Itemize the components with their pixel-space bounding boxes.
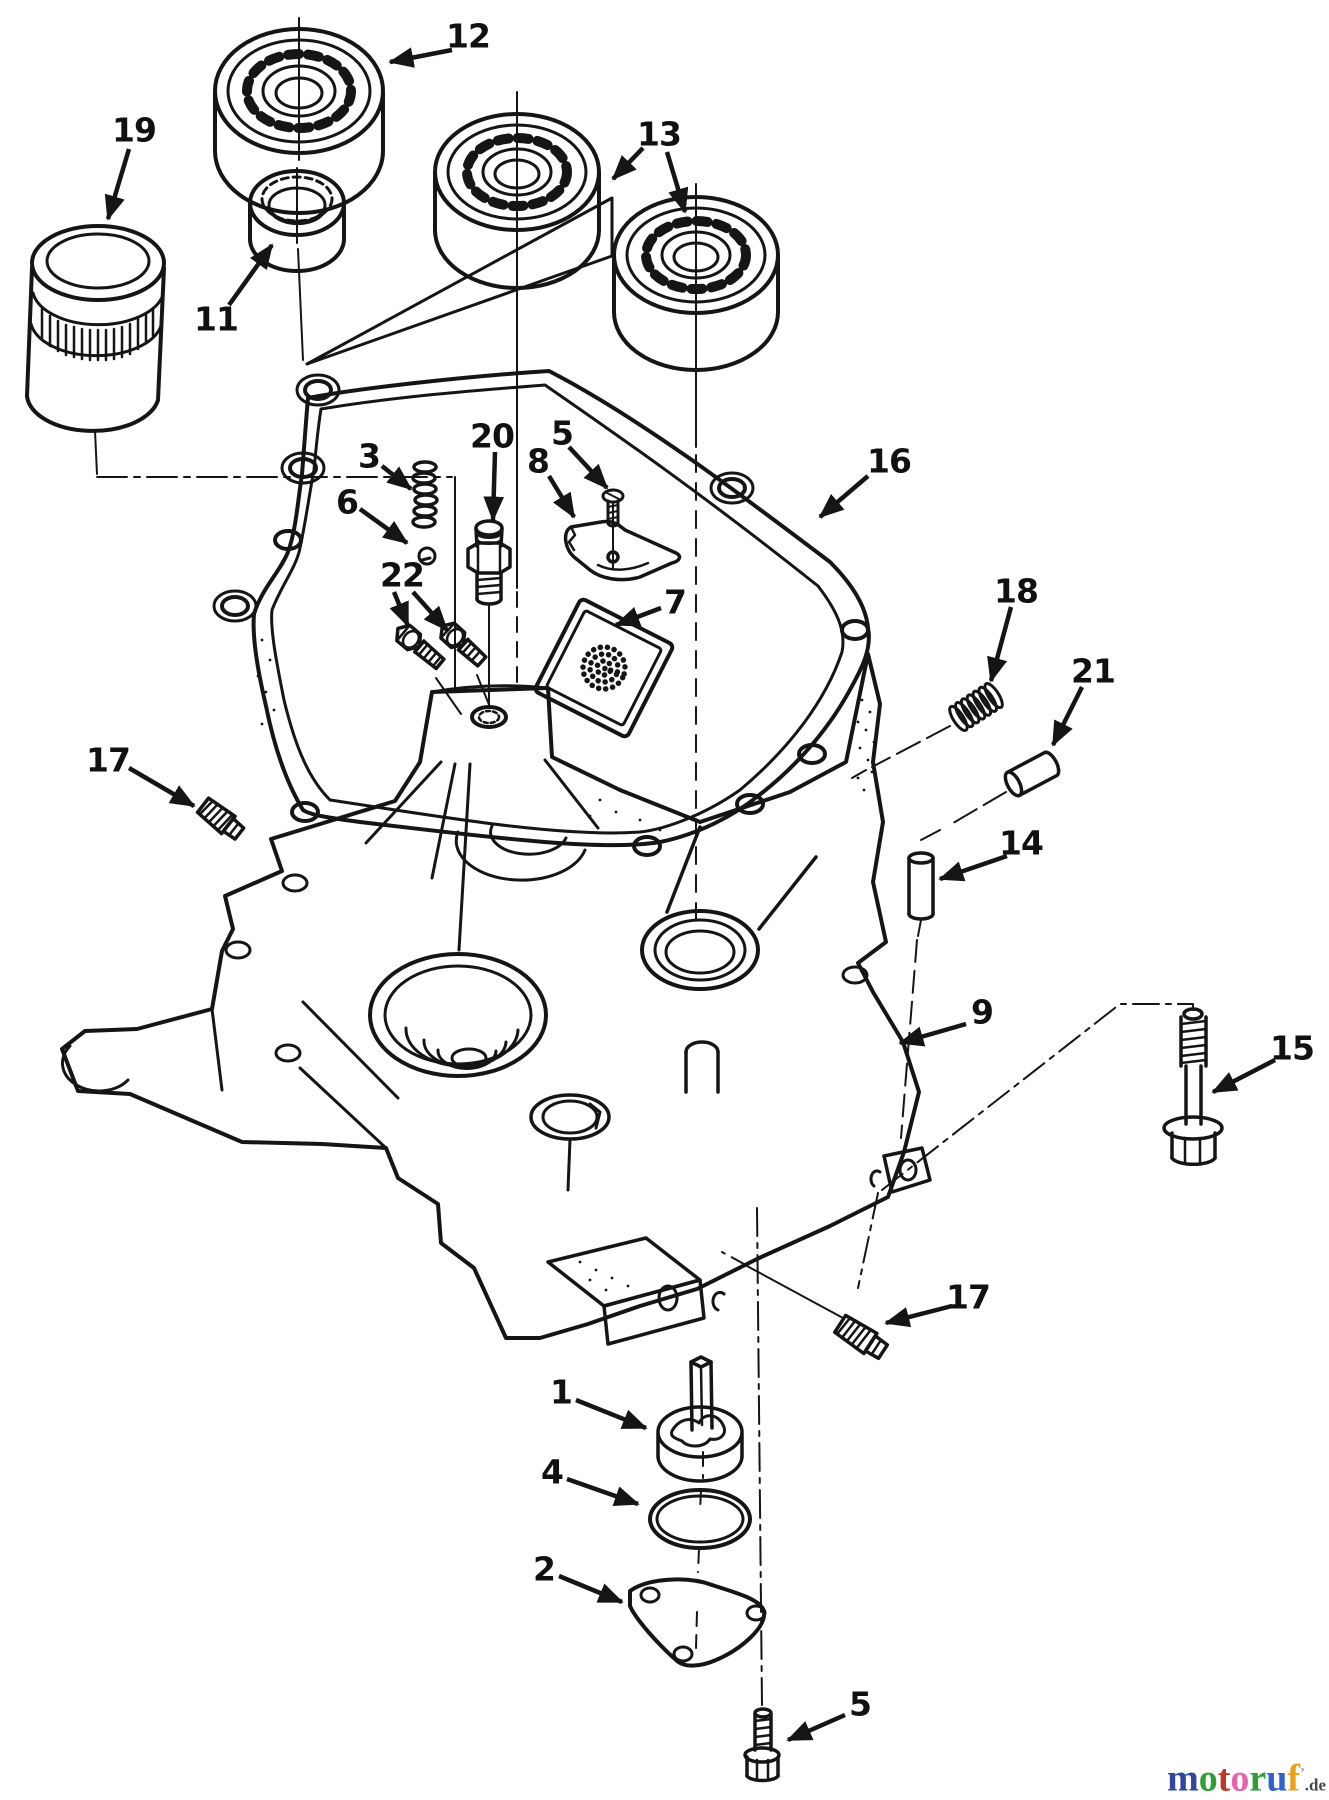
callout-arrow-6 [358,507,409,545]
callout-arrow-9 [898,1021,967,1047]
motoruf-letter: u [1266,1757,1288,1800]
motoruf-logo-suffix: .de [1304,1775,1326,1795]
callout-arrow-1 [575,1397,648,1431]
callout-arrow-12 [388,47,453,68]
callout-arrow-13 [664,151,689,214]
bolt-22-left [395,623,446,671]
motoruf-letter: t [1217,1757,1231,1800]
screw-5-bottom [743,1707,781,1783]
spring-3 [411,460,439,529]
callout-label-15: 15 [1270,1028,1315,1068]
callout-arrow-3 [380,464,413,491]
spring-18 [948,682,1004,732]
motoruf-letter: o [1230,1757,1250,1800]
callout-label-8: 8 [527,441,550,481]
callout-label-9: 9 [971,992,994,1032]
callout-label-13: 13 [637,114,682,154]
motoruf-letter: f [1287,1757,1301,1800]
callout-arrow-18 [987,606,1014,683]
callout-arrow-8 [547,474,576,519]
stipple-dots [256,638,876,1292]
callout-label-12: 12 [446,16,491,56]
motoruf-logo-tick: ’ [1300,1766,1305,1781]
callout-label-17R: 17 [946,1277,991,1317]
motoruf-logo-text: motoruf [1167,1758,1300,1800]
callout-label-5b: 5 [849,1684,872,1724]
callout-label-16: 16 [867,441,912,481]
motoruf-letter: o [1198,1757,1218,1800]
o-ring-4 [648,1488,752,1550]
callout-label-19: 19 [112,110,157,150]
callout-arrow-7 [614,605,662,628]
cover-plate-2 [628,1577,767,1668]
section-break-triangle [305,196,614,366]
callout-label-17L: 17 [86,740,131,780]
callout-label-14: 14 [999,823,1044,863]
fitting-20 [466,519,512,606]
callout-arrows [104,47,1277,1743]
oil-filter-19 [25,224,166,433]
dowel-pin-14 [907,851,935,921]
sump-housing-9 [60,652,932,1346]
ball-bearing-12 [213,27,385,215]
callout-label-22: 22 [380,555,425,595]
check-ball-6 [417,546,437,566]
bolt-15 [1162,1007,1224,1167]
callout-label-5a: 5 [551,413,574,453]
callout-arrow-21 [1050,685,1085,747]
stop-plate-8 [563,519,682,582]
pump-rotor-1 [656,1355,744,1483]
callout-arrow-19 [104,148,132,221]
callout-arrow-5b [786,1712,846,1743]
callout-label-1: 1 [550,1372,573,1412]
gasket-bolt-holes [212,373,870,857]
callout-arrow-17L [127,766,196,808]
pin-21 [1003,750,1061,798]
filter-rib-ticks [40,306,155,362]
filter-screen-7 [533,597,675,739]
motoruf-letter: m [1167,1757,1199,1800]
callout-arrow-13 [611,146,645,181]
ball-bearing-13-middle [433,112,601,290]
ball-bearing-13-right [612,195,780,372]
oil-seal-11 [248,169,346,273]
callout-label-6: 6 [336,482,359,522]
callout-arrow-11 [227,243,274,307]
motoruf-watermark[interactable]: motoruf’.de [1160,1752,1326,1800]
callout-label-2: 2 [533,1549,556,1589]
callout-arrow-22 [411,590,449,632]
motoruf-letter: r [1249,1757,1267,1800]
callout-label-4: 4 [541,1452,564,1492]
callout-label-20: 20 [470,416,515,456]
callout-label-11: 11 [194,299,239,339]
callout-arrow-16 [818,474,870,519]
callout-arrow-5a [567,445,609,490]
callout-arrow-20 [483,451,505,522]
screw-5-top [601,488,625,528]
plug-17-left [195,796,246,841]
callout-arrow-14 [938,853,1008,882]
callout-arrow-2 [558,1573,624,1605]
callout-arrow-22 [389,591,411,628]
callout-arrow-4 [566,1476,640,1507]
callout-label-7: 7 [664,582,687,622]
callout-label-18: 18 [994,571,1039,611]
callout-label-3: 3 [358,436,381,476]
plug-17-right [832,1313,890,1361]
callout-label-21: 21 [1071,651,1116,691]
callout-arrow-17R [884,1303,953,1328]
pan-gasket-16 [212,369,871,857]
callout-arrow-15 [1211,1058,1277,1094]
